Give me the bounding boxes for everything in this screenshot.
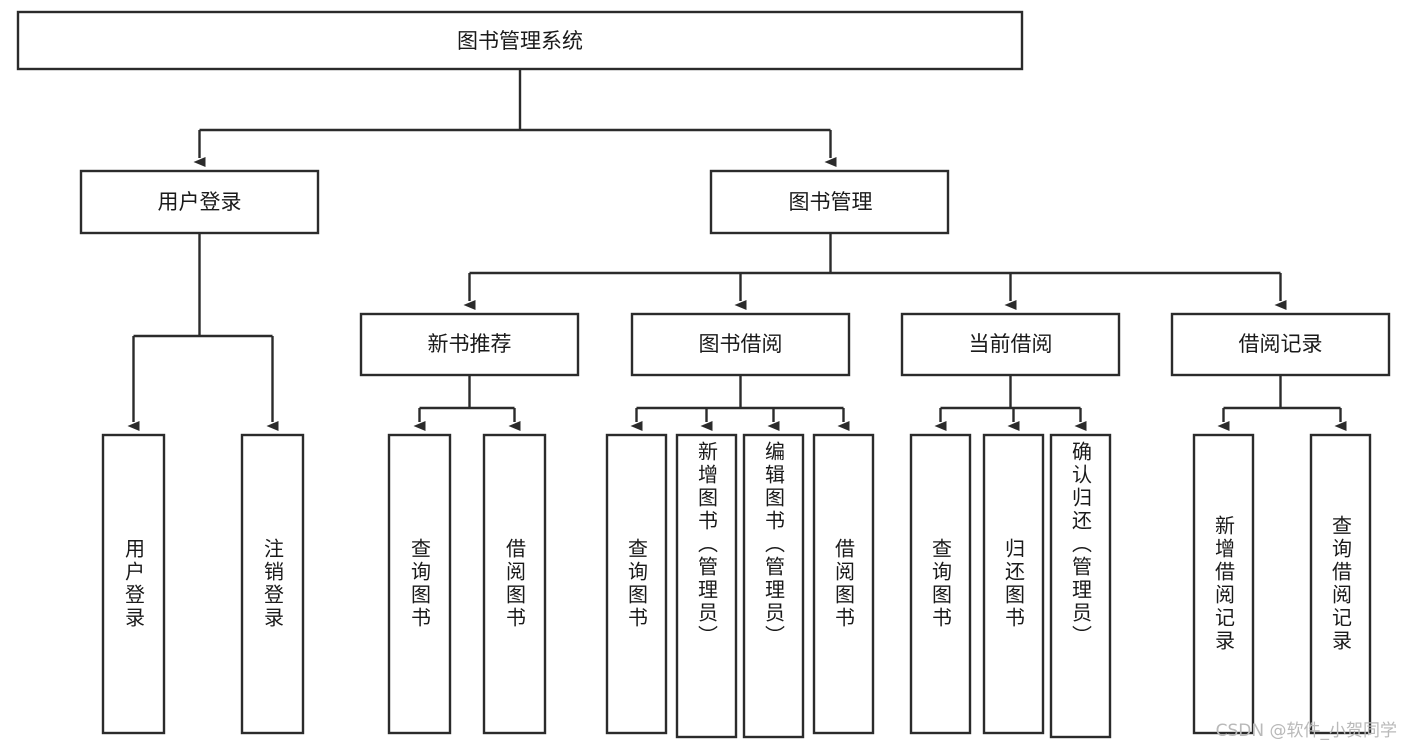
- node-book-manage[interactable]: 图书管理: [709, 169, 950, 235]
- node-root-box[interactable]: [16, 10, 1024, 71]
- node-user-login-label: 用户登录: [158, 190, 242, 214]
- node-user-login-box[interactable]: [79, 169, 320, 235]
- leaf-user-logout-box[interactable]: [240, 433, 305, 735]
- node-root-label: 图书管理系统: [457, 29, 583, 53]
- leaf-return-book-box[interactable]: [982, 433, 1045, 735]
- leaf-query-book-1-box[interactable]: [387, 433, 452, 735]
- leaf-borrow-book-2-box[interactable]: [812, 433, 875, 735]
- node-book-borrow-label: 图书借阅: [699, 332, 783, 356]
- leaf-add-book-admin-box[interactable]: [675, 433, 738, 739]
- node-book-manage-label: 图书管理: [789, 190, 873, 214]
- connector-group: [127, 69, 1347, 431]
- node-current-borrow[interactable]: 当前借阅: [900, 312, 1121, 377]
- leaf-query-borrow-record-box[interactable]: [1309, 433, 1372, 735]
- node-borrow-record-label: 借阅记录: [1239, 332, 1323, 356]
- leaf-add-borrow-record-box[interactable]: [1192, 433, 1255, 735]
- leaf-borrow-book-1-box[interactable]: [482, 433, 547, 735]
- node-new-book-recommend-box[interactable]: [359, 312, 580, 377]
- leaf-box-group: [101, 433, 1372, 739]
- node-book-manage-box[interactable]: [709, 169, 950, 235]
- leaf-edit-book-admin-box[interactable]: [742, 433, 805, 739]
- leaf-user-login-box[interactable]: [101, 433, 166, 735]
- csdn-watermark: CSDN @软件_小贺同学: [1215, 721, 1397, 741]
- node-borrow-record-box[interactable]: [1170, 312, 1391, 377]
- node-borrow-record[interactable]: 借阅记录: [1170, 312, 1391, 377]
- node-book-borrow[interactable]: 图书借阅: [630, 312, 851, 377]
- leaf-query-book-3-box[interactable]: [909, 433, 972, 735]
- node-current-borrow-box[interactable]: [900, 312, 1121, 377]
- leaf-confirm-return-admin-box[interactable]: [1049, 433, 1112, 739]
- node-book-borrow-box[interactable]: [630, 312, 851, 377]
- node-user-login[interactable]: 用户登录: [79, 169, 320, 235]
- node-current-borrow-label: 当前借阅: [969, 332, 1053, 356]
- node-new-book-recommend[interactable]: 新书推荐: [359, 312, 580, 377]
- node-root[interactable]: 图书管理系统: [16, 10, 1024, 71]
- leaf-query-book-2-box[interactable]: [605, 433, 668, 735]
- node-new-book-recommend-label: 新书推荐: [428, 332, 512, 356]
